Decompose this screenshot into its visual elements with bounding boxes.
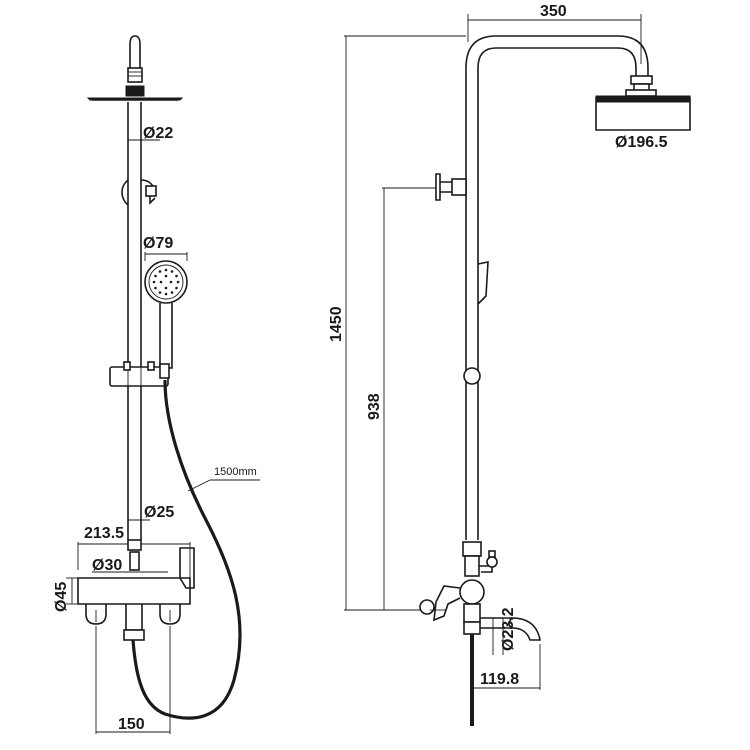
dim-inlet-spacing: 150 (118, 716, 145, 733)
right-eccentric (159, 604, 181, 625)
dim-rail-diameter-top: Ø22 (143, 125, 173, 142)
side-view: 350 Ø196.5 1450 938 (328, 3, 691, 726)
dim-hose-length: 1500mm (214, 466, 257, 478)
dim-outlet-diameter: Ø23.2 (500, 607, 517, 651)
hand-shower-nozzles (152, 268, 180, 296)
dim-outlet-projection: 119.8 (480, 671, 519, 688)
hose-outlet-front (125, 604, 143, 631)
diverter-knob (479, 565, 493, 573)
shower-arm-inner (477, 47, 637, 76)
rail-connector-top (127, 67, 143, 83)
dim-mixer-length: 213.5 (84, 525, 124, 542)
dim-head-arm-width: 350 (540, 3, 567, 20)
mixer-body-front (77, 577, 191, 605)
wall-bracket-side (435, 173, 441, 201)
thermostat-lever-front (179, 547, 195, 589)
dim-overall-height: 1450 (328, 306, 345, 342)
wall-bracket-front (121, 179, 129, 206)
hand-shower-side (477, 261, 489, 305)
front-view: Ø22 Ø79 1500mm Ø25 (53, 35, 260, 734)
slide-holder-knob (463, 367, 481, 385)
dim-rail-diameter-bottom: Ø25 (144, 504, 174, 521)
head-shower-side (595, 97, 691, 131)
rail-top-cap (129, 35, 141, 72)
dim-mixer-height: Ø45 (53, 582, 70, 612)
mixer-body-side (459, 579, 485, 605)
hand-shower-head (144, 260, 188, 304)
dim-hand-shower-diameter: Ø79 (143, 235, 173, 252)
shower-arm-outer (465, 35, 649, 76)
dim-head-diameter: Ø196.5 (615, 134, 668, 151)
hand-shower-handle (159, 303, 173, 369)
bath-spout (480, 617, 541, 641)
dim-mixer-body-diameter: Ø30 (92, 557, 122, 574)
left-eccentric (85, 604, 107, 625)
hose (131, 379, 242, 720)
mixer-lever-side (433, 585, 461, 622)
dim-holder-height: 938 (366, 393, 383, 420)
